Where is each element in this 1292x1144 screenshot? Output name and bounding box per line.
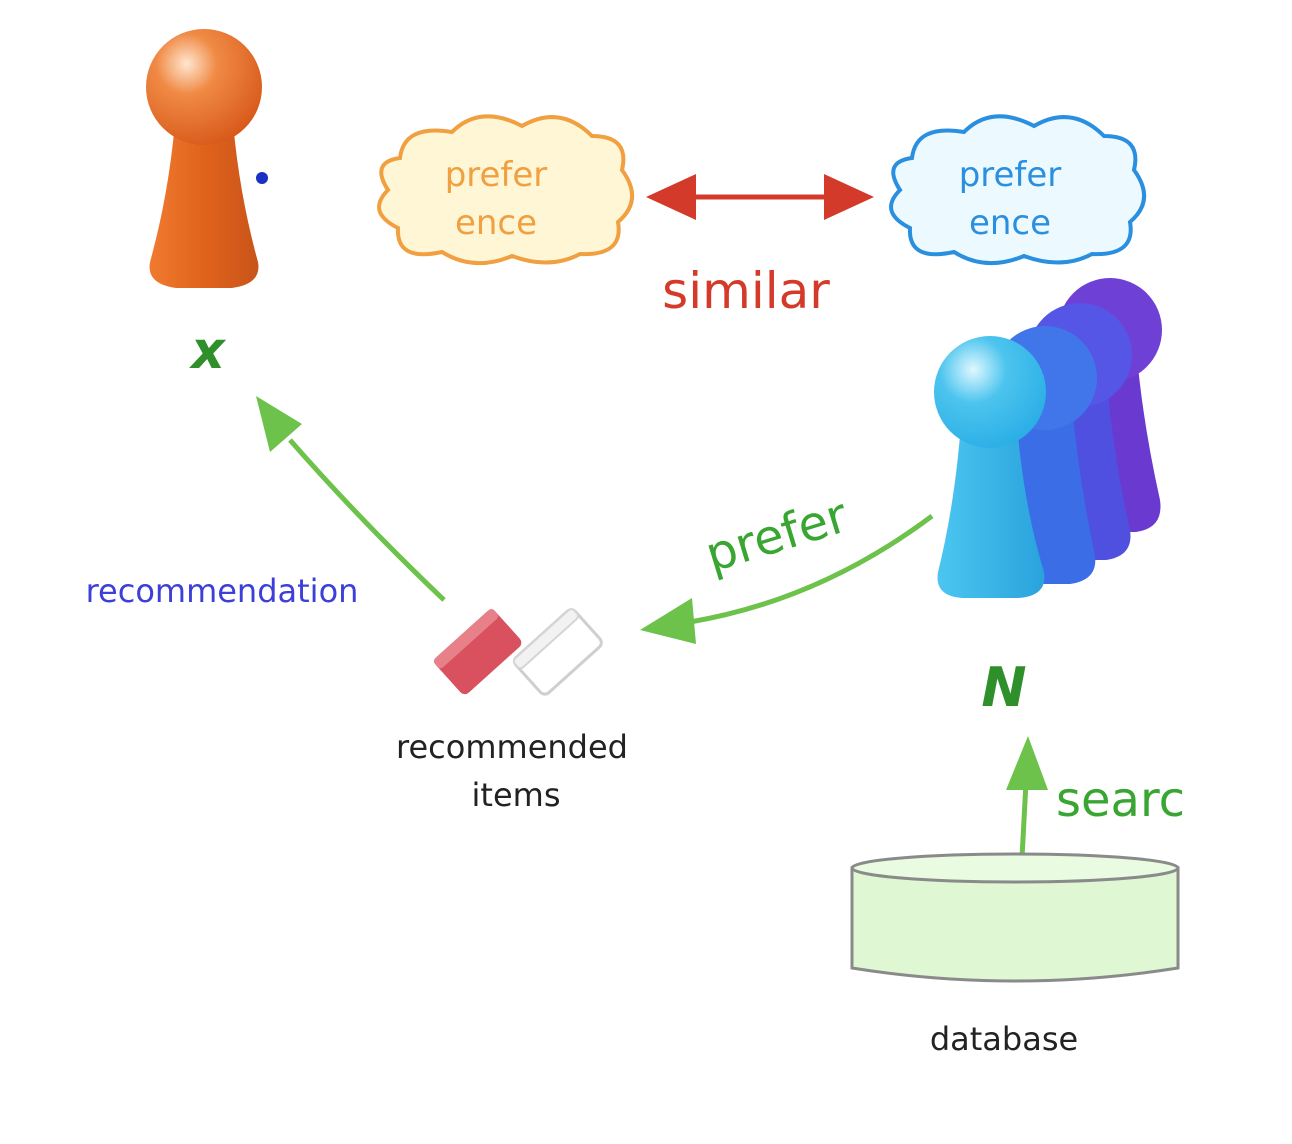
item-white xyxy=(512,608,603,696)
right-cloud-text-line1: prefer xyxy=(959,155,1062,195)
group-n-label: N xyxy=(981,656,1026,719)
recommendation-arrow xyxy=(256,396,446,602)
prefer-label: prefer xyxy=(699,487,854,583)
left-cloud-text-line2: ence xyxy=(455,203,537,243)
right-cloud-text-line2: ence xyxy=(969,203,1051,243)
group-figure-1 xyxy=(934,336,1046,598)
recommended-items-label-line1: recommended xyxy=(396,728,628,766)
user-x-figure xyxy=(146,29,262,288)
pointer-dot xyxy=(256,172,268,184)
search-label: searc xyxy=(1056,772,1185,828)
recommended-items-label-line2: items xyxy=(472,776,561,814)
user-x-head xyxy=(146,29,262,145)
similar-double-arrow xyxy=(646,174,874,220)
prefer-arrow xyxy=(640,513,934,644)
user-x-body xyxy=(149,110,259,288)
recommendation-label: recommendation xyxy=(86,572,359,610)
item-red xyxy=(433,609,522,695)
database-label: database xyxy=(930,1020,1078,1058)
left-cloud-text-line1: prefer xyxy=(445,155,548,195)
recommended-items xyxy=(433,608,603,696)
database-cylinder xyxy=(850,852,1180,983)
search-arrow xyxy=(1006,736,1048,859)
left-preference-cloud: prefer ence xyxy=(377,114,635,266)
right-preference-cloud: prefer ence xyxy=(889,114,1147,266)
user-x-label: x xyxy=(188,321,226,381)
similar-label: similar xyxy=(662,262,830,320)
group-n-figures xyxy=(934,278,1162,598)
